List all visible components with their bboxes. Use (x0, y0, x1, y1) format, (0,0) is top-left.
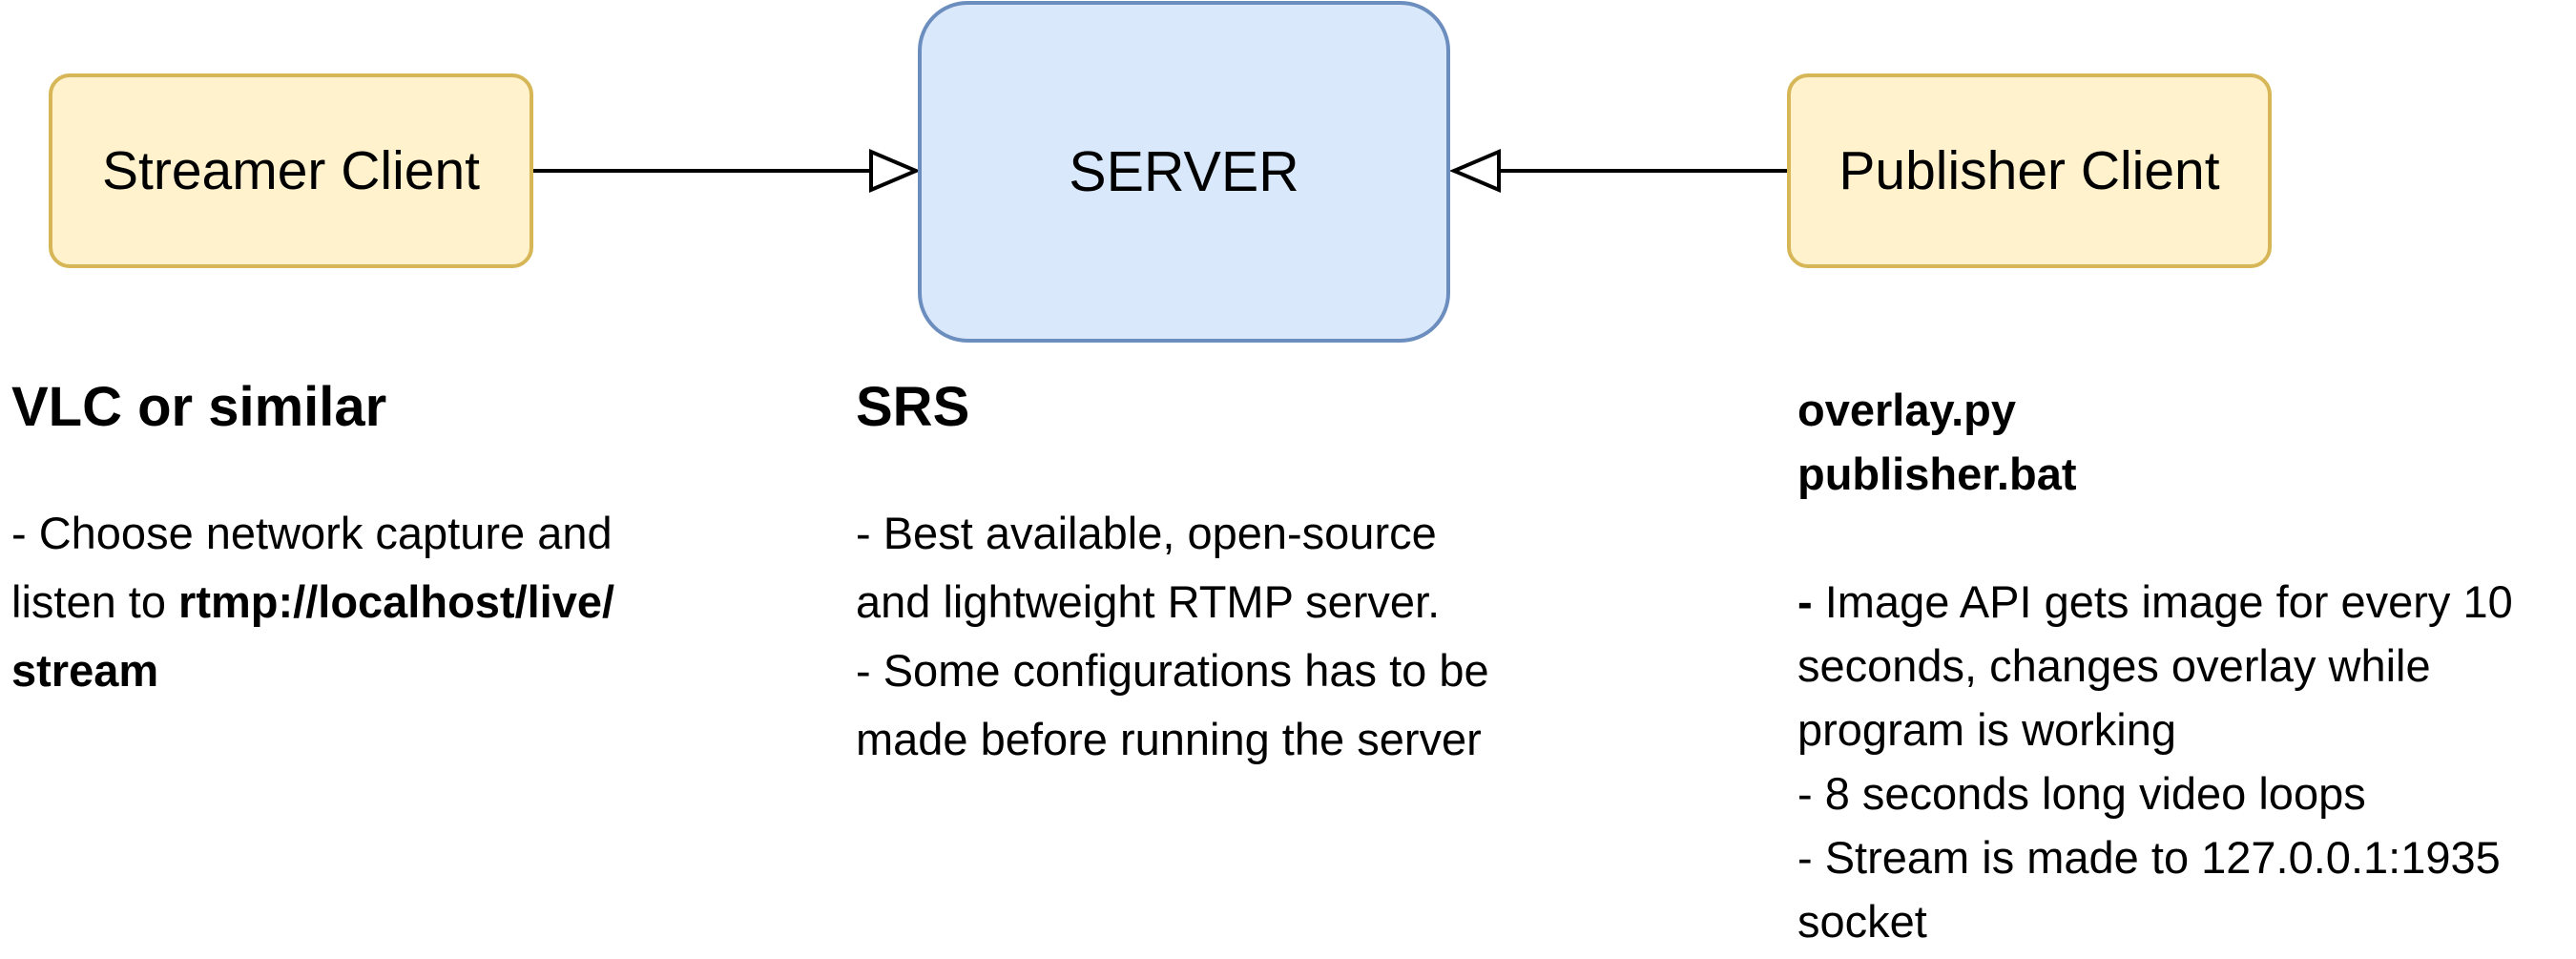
publisher-client-node: Publisher Client (1787, 73, 2272, 268)
publisher-notes-files: overlay.py publisher.bat (1797, 378, 2576, 506)
stream-url-part-1: rtmp://localhost/live/ (178, 575, 615, 627)
streamer-client-label: Streamer Client (102, 140, 480, 201)
arrowhead-into-server-left (869, 148, 922, 194)
publisher-client-label: Publisher Client (1839, 140, 2220, 201)
publisher-notes-line-1: Image API gets image for every 10 (1812, 576, 2513, 627)
publisher-file-bat: publisher.bat (1797, 448, 2077, 499)
streamer-notes: VLC or similar - Choose network capture … (11, 374, 698, 705)
publisher-notes-body: - Image API gets image for every 10 seco… (1797, 570, 2576, 953)
stream-url-part-2: stream (11, 644, 159, 696)
server-label: SERVER (1069, 140, 1299, 203)
publisher-notes-dash: - (1797, 576, 1813, 627)
server-node: SERVER (918, 1, 1450, 343)
streamer-client-node: Streamer Client (49, 73, 533, 268)
server-notes-body: - Best available, open-source and lightw… (856, 499, 1581, 774)
publisher-file-overlay: overlay.py (1797, 385, 2017, 435)
server-notes: SRS - Best available, open-source and li… (856, 374, 1581, 774)
streamer-notes-body: - Choose network capture and listen to r… (11, 499, 698, 705)
publisher-notes-line-5: - Stream is made to 127.0.0.1:1935 (1797, 832, 2501, 883)
server-notes-line-1: - Best available, open-source (856, 507, 1437, 558)
server-notes-line-3: - Some configurations has to be (856, 644, 1489, 696)
publisher-notes: overlay.py publisher.bat - Image API get… (1797, 378, 2576, 953)
publisher-notes-line-2: seconds, changes overlay while (1797, 640, 2431, 691)
streamer-notes-title: VLC or similar (11, 376, 387, 438)
server-notes-line-2: and lightweight RTMP server. (856, 575, 1441, 627)
publisher-notes-line-3: program is working (1797, 704, 2177, 755)
server-notes-title: SRS (856, 376, 970, 438)
streamer-notes-line-1: - Choose network capture and (11, 507, 613, 558)
server-notes-line-4: made before running the server (856, 713, 1482, 764)
streamer-notes-line-2-prefix: listen to (11, 575, 179, 627)
publisher-notes-line-4: - 8 seconds long video loops (1797, 768, 2366, 819)
arrowhead-into-server-right (1448, 148, 1501, 194)
publisher-notes-line-6: socket (1797, 896, 1927, 947)
